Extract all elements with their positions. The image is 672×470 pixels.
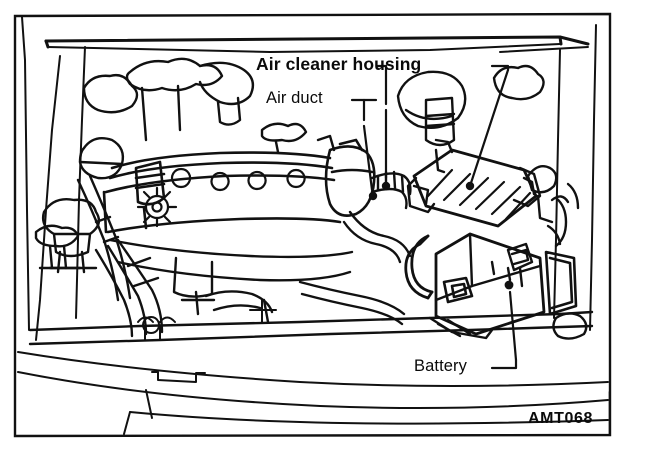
dipstick-tube [76,174,132,302]
brake-fluid-reservoir [424,96,456,174]
right-fender-panel [553,24,597,331]
battery-cable [404,234,434,300]
lower-right-blob [552,312,588,340]
intake-snorkel-left [198,61,255,126]
leader-air-cleaner-housing-left [376,64,391,191]
hood-edge [44,35,590,49]
label-air-duct: Air duct [266,89,323,107]
bumper-notch [151,371,206,383]
leader-air-cleaner-housing [465,64,510,191]
label-battery: Battery [414,357,467,375]
washer-filler-neck [526,165,570,224]
battery-tray [428,316,494,340]
engine-harness [94,238,164,338]
lower-hose-right [298,280,406,326]
diagram-body [17,16,610,435]
leader-battery [490,280,518,370]
right-inner-hoses [546,182,580,248]
battery-top-detail [434,232,542,302]
air-duct-hose [370,170,412,210]
battery-hold-down [506,242,534,288]
front-bumper [17,351,609,435]
fuse-box [544,250,578,316]
left-strut-tower [125,57,224,142]
center-bracket [204,290,274,324]
washer-tank-left [82,73,139,114]
label-air-cleaner-housing: Air cleaner housing [256,54,422,74]
cowl-hardware [260,122,336,154]
battery-terminal-clamp [442,276,474,304]
upper-radiator-hose [342,210,412,264]
valve-cover-bolts [170,167,306,192]
strut-tower-right [396,70,467,129]
left-strut-mount [134,160,166,230]
intake-manifold [108,238,354,316]
oil-filler-cap [136,186,178,228]
engine-mount-bracket [34,224,82,270]
strut-tower-cap-blob [492,64,545,101]
figure-code: AMT068 [528,410,593,427]
leader-air-duct [350,98,378,201]
air-cleaner-housing-hatching [426,168,532,221]
reservoir-cap-left [78,137,125,180]
hood-inner-edge [47,43,589,53]
